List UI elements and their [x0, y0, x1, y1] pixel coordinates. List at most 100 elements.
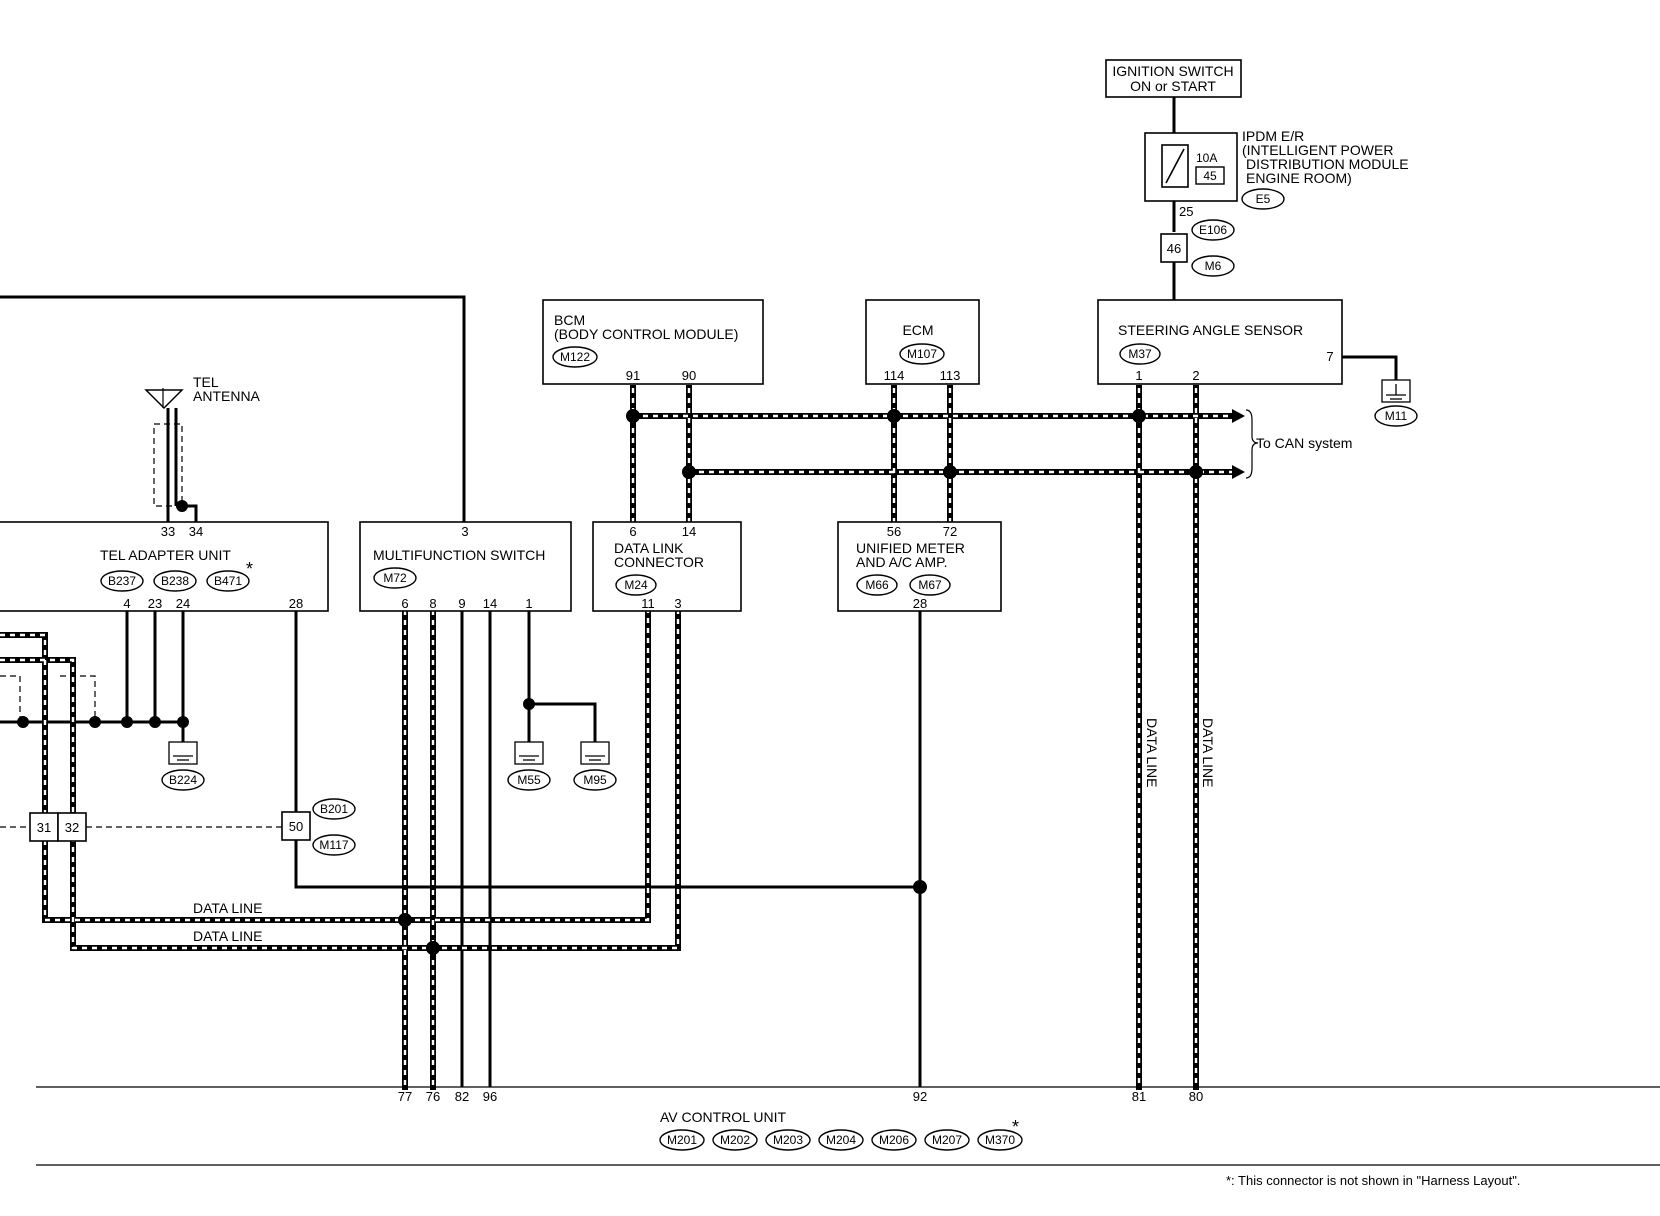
- tel-pin-28: 28: [289, 596, 303, 611]
- dlc-label-1: DATA LINK: [614, 540, 684, 556]
- can-bracket: [1245, 409, 1259, 479]
- steering-connector: M37: [1128, 347, 1152, 361]
- multifunction-switch: 3 MULTIFUNCTION SWITCH M72 6 8 9 14 1 M5…: [359, 521, 617, 791]
- av-pin-76: 76: [426, 1089, 440, 1104]
- av-star: *: [1012, 1117, 1019, 1137]
- tel-connector-b238: B238: [161, 574, 189, 588]
- antenna-label-1: TEL: [193, 374, 219, 390]
- mfs-pin-9: 9: [458, 596, 465, 611]
- dlc-connector: M24: [624, 578, 648, 592]
- footnote: *: This connector is not shown in "Harne…: [1226, 1173, 1520, 1188]
- ipdm-er: 10A 45 IPDM E/R (INTELLIGENT POWER DISTR…: [1144, 128, 1409, 219]
- tel-connector-b471: B471: [214, 574, 242, 588]
- dlc-pin-11: 11: [641, 596, 655, 611]
- ecm-pin-114: 114: [884, 368, 905, 383]
- data-line-label-1: DATA LINE: [193, 900, 263, 916]
- ground-icon: [580, 741, 610, 765]
- m117-connector: M117: [319, 838, 348, 852]
- av-pin-80: 80: [1189, 1089, 1203, 1104]
- can-arrow-lower: [1232, 465, 1245, 479]
- data-line-label-vertical-2: DATA LINE: [1200, 718, 1216, 788]
- data-link-connector: 6 14 DATA LINK CONNECTOR M24 11 3: [592, 521, 742, 612]
- av-pin-77: 77: [398, 1089, 412, 1104]
- dlc-pin-6: 6: [629, 524, 636, 539]
- bcm-connector: M122: [560, 350, 590, 364]
- fuse-amp: 10A: [1196, 151, 1217, 165]
- can-arrow-upper: [1232, 409, 1245, 423]
- mfs-pin-6: 6: [401, 596, 408, 611]
- av-title: AV CONTROL UNIT: [660, 1109, 786, 1125]
- mfs-connector: M72: [383, 571, 407, 585]
- ground-icon: [514, 741, 544, 765]
- tel-adapter-title: TEL ADAPTER UNIT: [100, 547, 231, 563]
- mfs-pin-8: 8: [429, 596, 436, 611]
- meter-connector-m67: M67: [918, 578, 942, 592]
- ecm-connector: M107: [907, 347, 937, 361]
- inline-pin-31: 31: [37, 820, 51, 835]
- meter-label-1: UNIFIED METER: [856, 540, 965, 556]
- dlc-label-2: CONNECTOR: [614, 554, 704, 570]
- ground-icon: [1381, 379, 1411, 403]
- e106-connector: E106: [1199, 223, 1227, 237]
- ecm-box: ECM M107 114 113: [865, 299, 980, 385]
- av-control-unit: 77 76 82 96 92 81 80 AV CONTROL UNIT M20…: [36, 1086, 1660, 1166]
- ipdm-label-4: ENGINE ROOM): [1246, 170, 1352, 186]
- b201-connector: B201: [320, 802, 348, 816]
- can-data-lines: [0, 385, 1259, 1090]
- inline-connector-e106: 46 E106 M6: [1160, 219, 1235, 277]
- tel-adapter-unit: 33 34 TEL ADAPTER UNIT B237 B238 B471 * …: [0, 521, 329, 791]
- data-line-label-vertical-1: DATA LINE: [1144, 718, 1160, 788]
- tel-pin-34: 34: [189, 524, 203, 539]
- tel-ground-connector: B224: [169, 773, 197, 787]
- ipdm-pin: 25: [1179, 204, 1193, 219]
- ipdm-label-2: (INTELLIGENT POWER: [1242, 142, 1393, 158]
- ground-icon: [168, 741, 198, 765]
- tel-pin-33: 33: [161, 524, 175, 539]
- tel-connector-b237: B237: [108, 574, 136, 588]
- tel-star: *: [246, 559, 253, 579]
- mfs-pin-3: 3: [461, 524, 468, 539]
- av-pin-82: 82: [455, 1089, 469, 1104]
- junction-dots: [17, 409, 1203, 955]
- tel-pin-24: 24: [176, 596, 190, 611]
- bcm-label-2: (BODY CONTROL MODULE): [554, 326, 738, 342]
- dlc-pin-3: 3: [674, 596, 681, 611]
- ipdm-label-1: IPDM E/R: [1242, 128, 1304, 144]
- av-pin-81: 81: [1132, 1089, 1146, 1104]
- unified-meter: 56 72 UNIFIED METER AND A/C AMP. M66 M67…: [837, 521, 1002, 612]
- meter-label-2: AND A/C AMP.: [856, 554, 948, 570]
- ignition-label-2: ON or START: [1130, 78, 1216, 94]
- tel-pin-23: 23: [148, 596, 162, 611]
- mfs-pin-14: 14: [483, 596, 497, 611]
- tel-pin-4: 4: [123, 596, 130, 611]
- meter-connector-m66: M66: [865, 578, 889, 592]
- inline-connector-b201: 31 32 50 B201 M117: [29, 798, 356, 856]
- mfs-ground-m55: M55: [517, 773, 541, 787]
- av-connector-m201: M201: [667, 1133, 697, 1147]
- steering-title: STEERING ANGLE SENSOR: [1118, 322, 1303, 338]
- tel-antenna: TEL ANTENNA: [144, 374, 261, 410]
- ignition-label-1: IGNITION SWITCH: [1112, 63, 1233, 79]
- av-pin-96: 96: [483, 1089, 497, 1104]
- bcm-pin-91: 91: [626, 368, 640, 383]
- steering-ground-connector: M11: [1385, 409, 1408, 423]
- steering-pin-2: 2: [1192, 368, 1199, 383]
- inline-pin-32: 32: [65, 820, 79, 835]
- av-connector-m202: M202: [720, 1133, 750, 1147]
- fuse-icon: [1161, 144, 1189, 188]
- av-connector-m206: M206: [879, 1133, 909, 1147]
- av-connector-m370: M370: [985, 1133, 1015, 1147]
- mfs-ground-m95: M95: [583, 773, 607, 787]
- e106-pin: 46: [1167, 241, 1181, 256]
- ecm-title: ECM: [902, 322, 933, 338]
- mfs-title: MULTIFUNCTION SWITCH: [373, 547, 545, 563]
- av-pin-92: 92: [913, 1089, 927, 1104]
- dashed-wires: [0, 423, 282, 828]
- mfs-pin-1: 1: [525, 596, 532, 611]
- antenna-label-2: ANTENNA: [193, 388, 261, 404]
- bcm-pin-90: 90: [682, 368, 696, 383]
- ipdm-label-3: DISTRIBUTION MODULE: [1246, 156, 1409, 172]
- m6-connector: M6: [1205, 259, 1222, 273]
- antenna-icon: [144, 389, 184, 410]
